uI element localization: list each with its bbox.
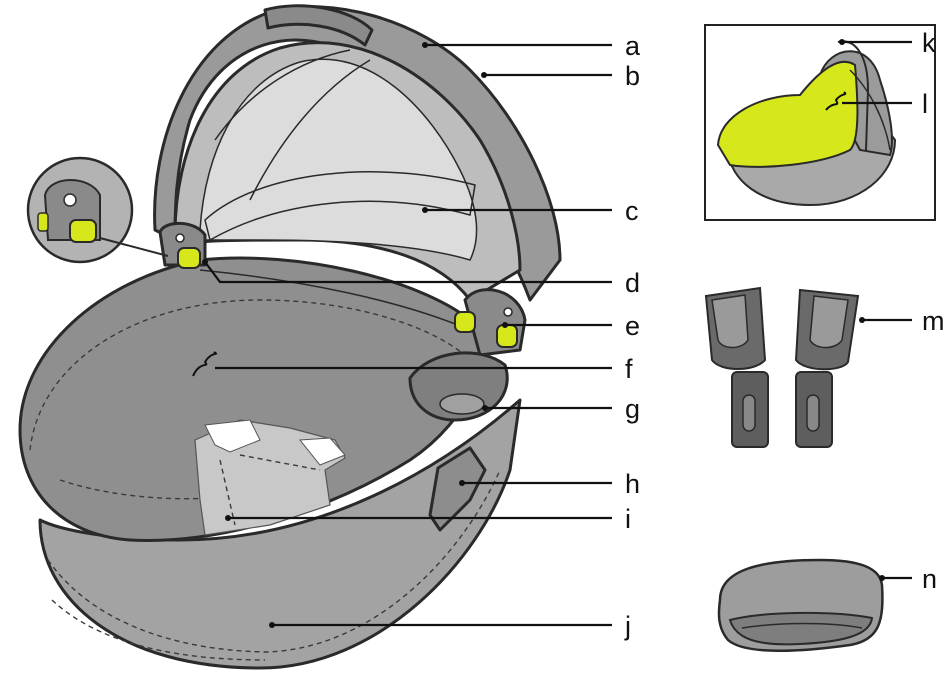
label-l: l xyxy=(922,89,928,119)
label-i: i xyxy=(625,504,631,534)
mattress-sheet xyxy=(719,560,882,651)
adapters xyxy=(706,288,858,447)
label-h: h xyxy=(625,469,640,499)
label-f: f xyxy=(625,354,633,384)
label-e: e xyxy=(625,311,640,341)
label-c: c xyxy=(625,196,639,226)
label-b: b xyxy=(625,61,640,91)
label-m: m xyxy=(922,306,944,336)
label-n: n xyxy=(922,564,937,594)
label-j: j xyxy=(624,611,631,641)
adapter-left xyxy=(706,288,768,447)
label-d: d xyxy=(625,268,640,298)
adapter-right xyxy=(796,290,858,447)
label-k: k xyxy=(922,28,936,58)
rain-cover-inset xyxy=(705,25,935,220)
carrycot-illustration xyxy=(20,6,560,668)
label-g: g xyxy=(625,394,640,424)
detail-inset xyxy=(28,158,168,262)
hood-joint-left xyxy=(160,223,205,268)
label-a: a xyxy=(625,31,641,61)
